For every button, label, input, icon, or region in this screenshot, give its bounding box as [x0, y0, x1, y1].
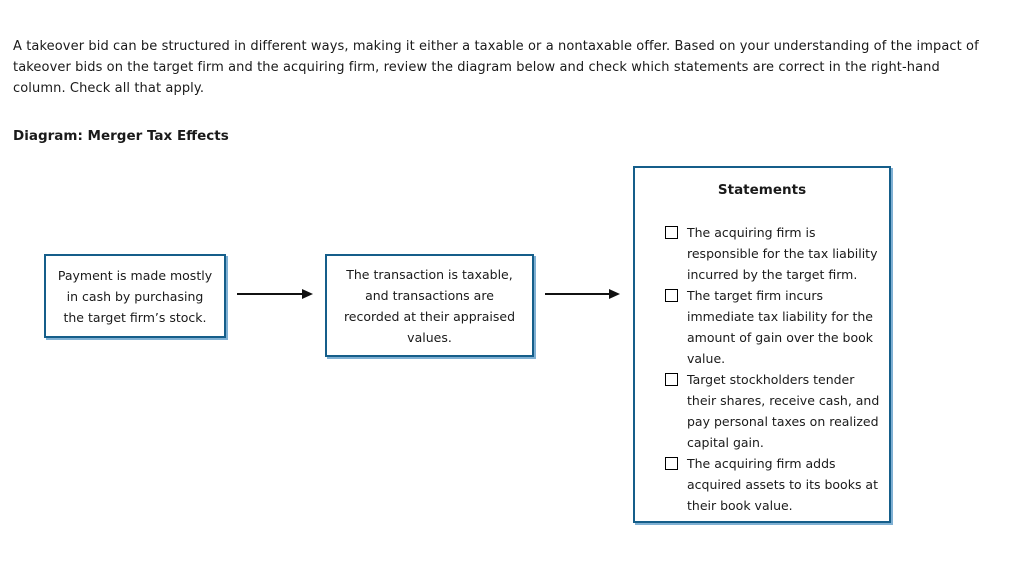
statement-checkbox[interactable] [665, 226, 678, 239]
statement-checkbox[interactable] [665, 289, 678, 302]
instructions-paragraph: A takeover bid can be structured in diff… [13, 39, 979, 96]
statement-label: Target stockholders tender their shares,… [687, 372, 880, 450]
statements-heading: Statements [717, 182, 807, 198]
flow-box-payment-text: Payment is made mostly in cash by purcha… [57, 267, 213, 325]
statement-checkbox[interactable] [665, 457, 678, 470]
statement-label: The target firm incurs immediate tax lia… [687, 288, 873, 366]
statement-item: Target stockholders tender their shares,… [665, 369, 885, 453]
statements-list: The acquiring firm is responsible for th… [635, 222, 889, 516]
statement-item: The acquiring firm adds acquired assets … [665, 453, 885, 516]
statement-checkbox[interactable] [665, 373, 678, 386]
statement-item: The target firm incurs immediate tax lia… [665, 285, 885, 369]
right-arrow-icon [545, 293, 609, 295]
statement-item: The acquiring firm is responsible for th… [665, 222, 885, 285]
statement-label: The acquiring firm is responsible for th… [687, 225, 878, 282]
flow-box-transaction-text: The transaction is taxable, and transact… [343, 266, 516, 345]
statement-label: The acquiring firm adds acquired assets … [687, 456, 878, 513]
right-arrow-icon [237, 293, 302, 295]
diagram-heading: Diagram: Merger Tax Effects [13, 128, 229, 144]
flow-box-transaction: The transaction is taxable, and transact… [325, 254, 534, 357]
flow-box-payment: Payment is made mostly in cash by purcha… [44, 254, 226, 338]
statements-panel: Statements The acquiring firm is respons… [633, 166, 891, 523]
